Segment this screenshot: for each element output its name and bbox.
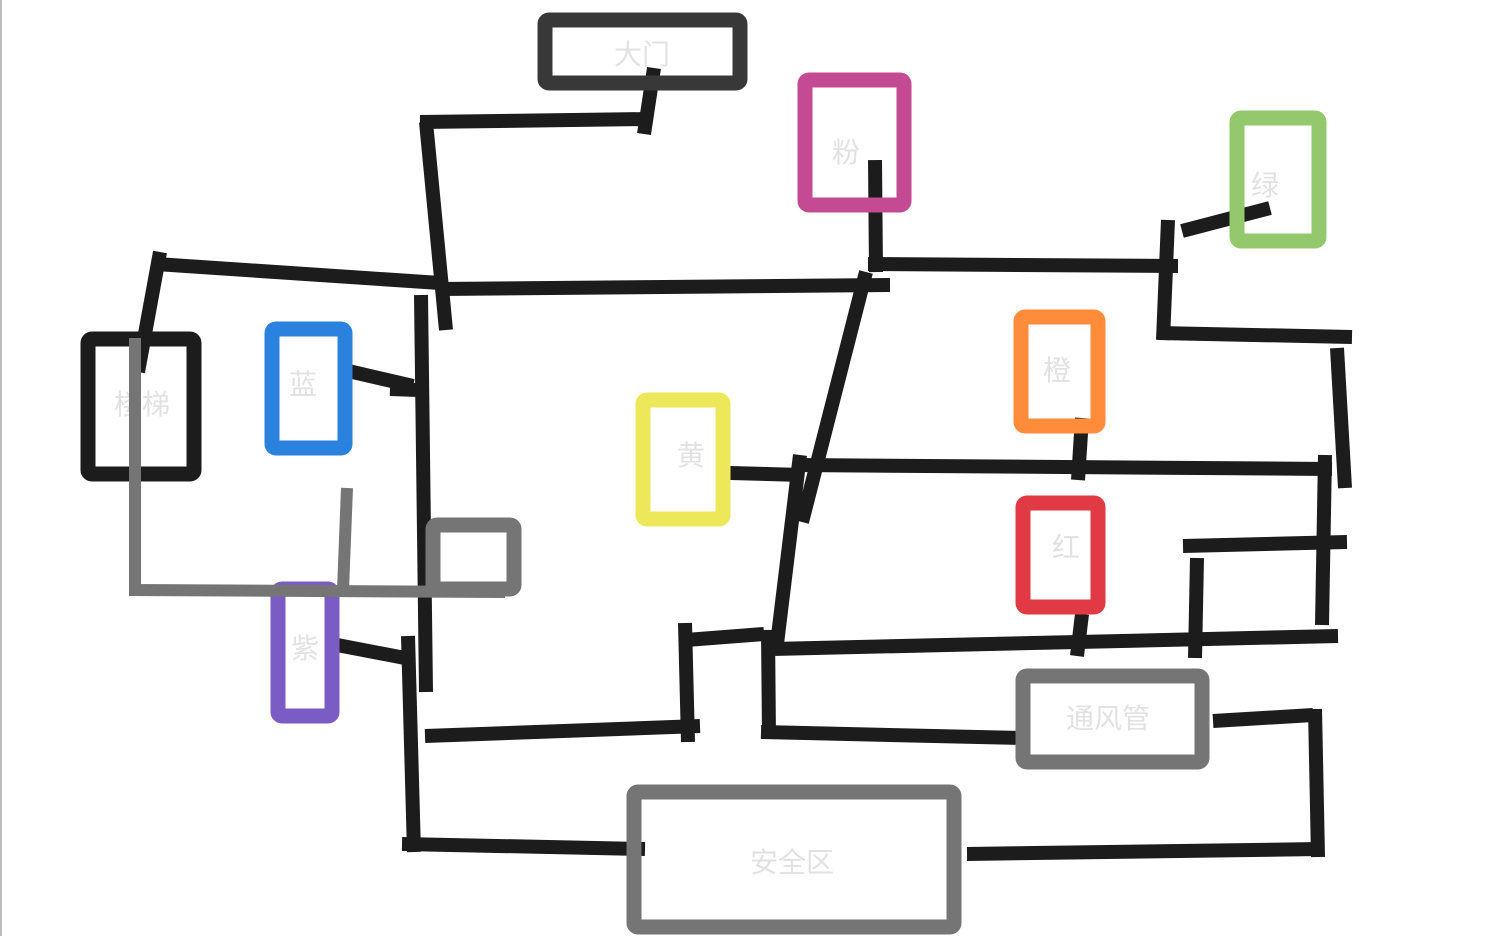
room-vent-label: 通风管 (1066, 702, 1150, 735)
room-small-box-outline (425, 517, 522, 597)
corridor (414, 294, 433, 693)
room-safe-zone-outline (626, 784, 962, 935)
corridor (439, 278, 891, 296)
room-vent-outline (1015, 668, 1210, 770)
corridor (1180, 201, 1272, 238)
room-pink-label: 粉 (832, 136, 860, 169)
corridor (419, 112, 651, 129)
room-purple-label: 紫 (291, 632, 319, 665)
room-orange-label: 橙 (1043, 354, 1071, 387)
room-yellow[interactable]: 黄 (635, 392, 731, 527)
corridor (389, 382, 419, 397)
corridor (424, 719, 701, 743)
room-green[interactable]: 绿 (1229, 110, 1327, 249)
corridor (1182, 535, 1348, 553)
room-pink-outline (797, 72, 912, 213)
corridor (760, 725, 1023, 745)
corridor (867, 257, 1179, 273)
corridor (795, 270, 873, 524)
corridor (868, 159, 883, 273)
room-blue-outline (264, 321, 353, 456)
room-yellow-outline (635, 392, 731, 527)
room-gate[interactable]: 大门 (537, 12, 748, 91)
room-stairs-label: 楼梯 (114, 388, 170, 421)
room-pink[interactable]: 粉 (797, 72, 912, 213)
corridor (794, 458, 1333, 476)
corridor (1308, 708, 1325, 858)
room-orange[interactable]: 橙 (1013, 309, 1106, 434)
room-green-outline (1229, 110, 1327, 249)
left-border (0, 0, 2, 936)
corridor (401, 837, 646, 856)
corridor (419, 121, 453, 331)
corridor (771, 629, 1339, 656)
corridor (1330, 347, 1352, 489)
room-gate-label: 大门 (614, 38, 670, 71)
room-red-outline (1015, 495, 1106, 615)
corridor (769, 454, 807, 653)
room-vent[interactable]: 通风管 (1015, 668, 1210, 770)
corridor (131, 250, 167, 374)
gray-passages (128, 338, 506, 598)
room-safe-zone-label: 安全区 (750, 846, 834, 879)
corridor (330, 637, 412, 666)
room-small-box[interactable] (425, 517, 522, 597)
room-blue[interactable]: 蓝 (264, 321, 353, 456)
corridor (1157, 326, 1353, 344)
corridor (1212, 708, 1314, 728)
room-purple[interactable]: 紫 (270, 581, 340, 724)
corridor (685, 627, 765, 647)
corridor (966, 842, 1321, 861)
room-safe-zone[interactable]: 安全区 (626, 784, 962, 935)
room-blue-label: 蓝 (289, 368, 317, 401)
corridor (1156, 219, 1175, 341)
corridor (761, 629, 776, 739)
room-gate-outline (537, 12, 748, 91)
room-red-label: 红 (1052, 531, 1080, 564)
room-orange-outline (1013, 309, 1106, 434)
room-red[interactable]: 红 (1015, 495, 1106, 615)
room-green-label: 绿 (1251, 169, 1279, 202)
corridor (155, 257, 441, 290)
corridor (729, 466, 803, 482)
corridor (401, 635, 421, 853)
corridors (131, 66, 1353, 861)
gray-passage (128, 584, 506, 598)
room-yellow-label: 黄 (677, 439, 705, 472)
gray-passage (337, 487, 353, 591)
